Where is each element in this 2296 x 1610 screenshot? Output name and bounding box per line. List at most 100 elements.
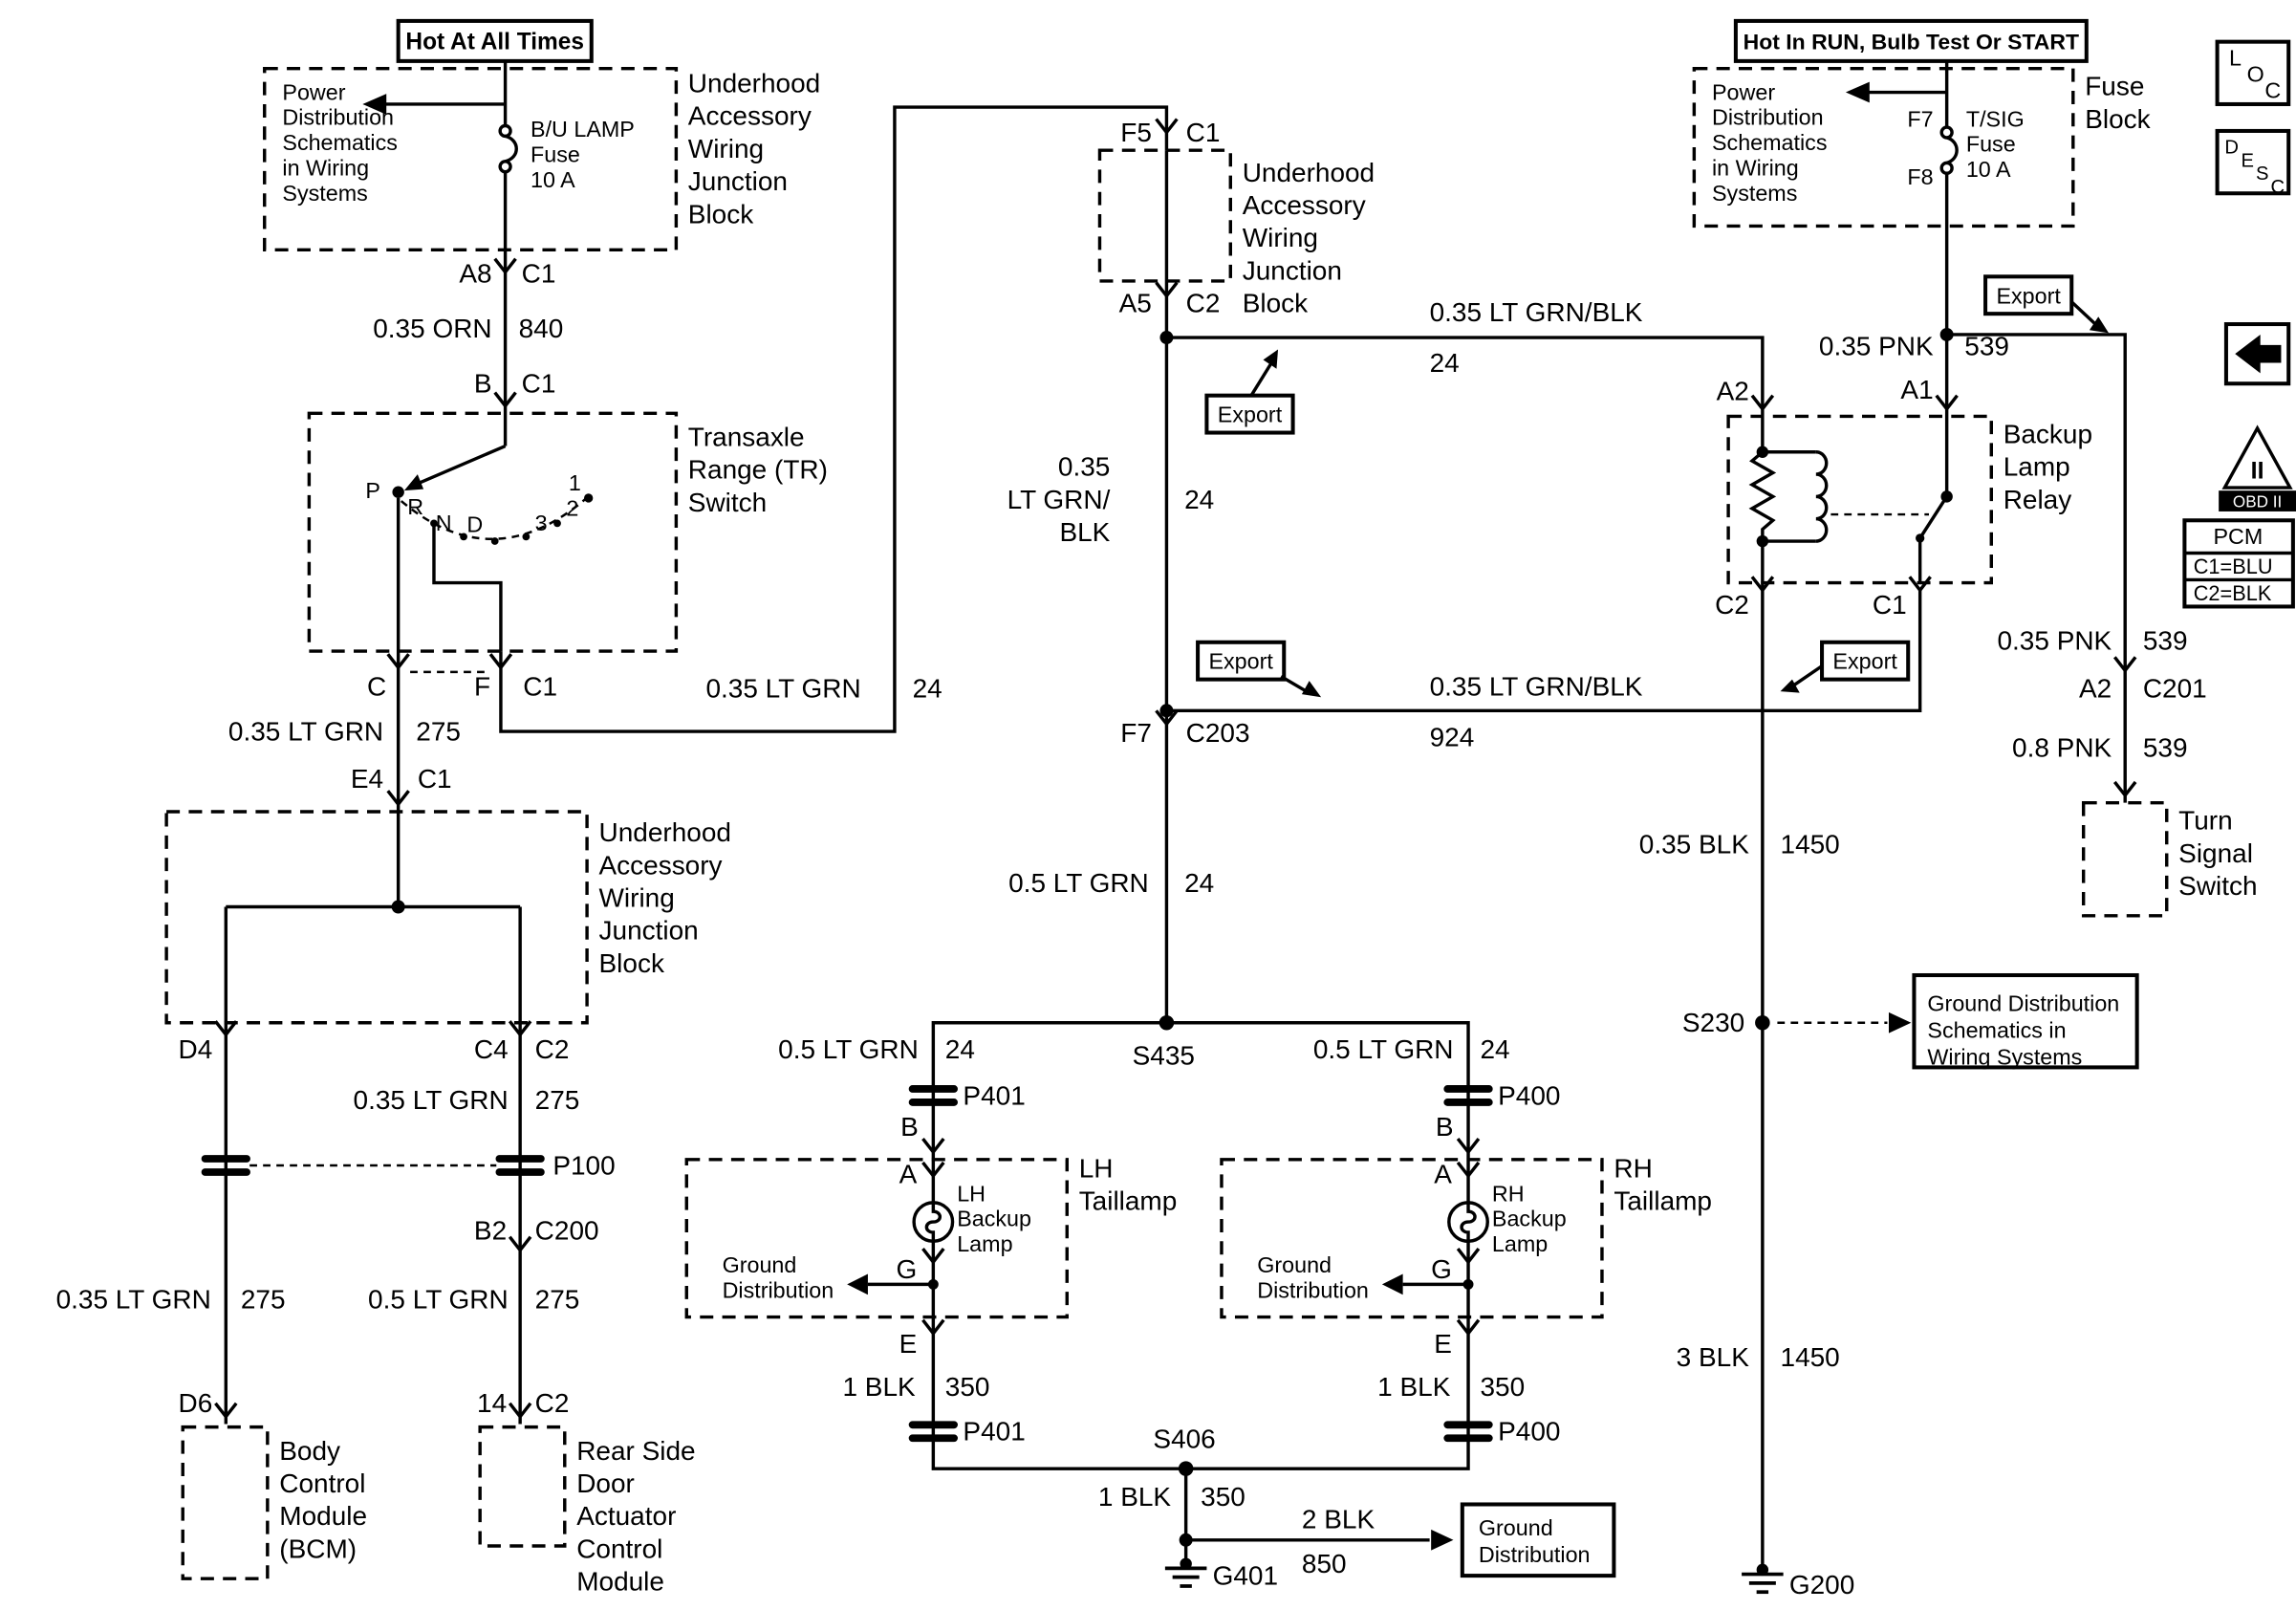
bu-fuse-label: Fuse [531, 142, 580, 167]
turn-signal-switch-outline [2081, 800, 2169, 918]
loc-letter: L [2229, 46, 2242, 71]
splice-dot [1755, 1014, 1770, 1031]
power-dist-ref: Power [282, 79, 345, 104]
export-tag [1196, 640, 1287, 682]
wire-pnk-539-turnsignal [1946, 333, 2127, 803]
wire-gauge-label: 1 BLK [842, 1372, 916, 1402]
uhjb-label: Junction [599, 916, 699, 946]
left-arrow-icon [1845, 81, 1870, 103]
mid-feed-section: 0.35 LT GRN 24 F5 C1 Underhood Accessory… [499, 105, 1922, 1070]
wire-gauge-label: 0.35 BLK [1639, 830, 1749, 859]
right-power-feed: Hot In RUN, Bulb Test Or START Power Dis… [1692, 18, 2152, 803]
ground-ref-arrowhead [1431, 1529, 1454, 1551]
fuse-element [504, 134, 518, 163]
contact-dot [1915, 533, 1925, 543]
rh-lamp-label: RH [1492, 1181, 1525, 1206]
rear-door-label: Actuator [576, 1501, 676, 1531]
wire-circuit-label: 539 [2143, 732, 2188, 762]
fuse-element [1945, 136, 1959, 165]
connector-label: P400 [1498, 1080, 1560, 1110]
ground-ref-arrowhead [847, 1273, 868, 1295]
pin-label: A8 [459, 259, 491, 289]
wire-circuit-label: 350 [1480, 1372, 1525, 1402]
lh-taillamp-label: Taillamp [1079, 1186, 1178, 1216]
gear-position-label: 2 [566, 496, 578, 521]
jb2-internal-wiring [224, 811, 522, 1023]
uhjb-label: Underhood [1243, 158, 1375, 187]
rh-taillamp-label: RH [1614, 1153, 1652, 1183]
ground-dist-ref: Ground [723, 1252, 797, 1277]
connector-label: C1 [522, 259, 556, 289]
bu-fuse-label: 10 A [531, 167, 575, 192]
pin-label: E [899, 1329, 918, 1359]
junction-dot [1462, 1278, 1474, 1290]
connector-label: C1 [522, 369, 556, 399]
uhjb-label: Accessory [599, 850, 723, 880]
power-dist-ref: Power [1712, 79, 1775, 104]
bcm-label: Module [279, 1501, 367, 1531]
tr-switch-outline [307, 411, 679, 653]
wire-gauge-label: 0.8 PNK [2012, 732, 2112, 762]
power-dist-ref: Distribution [1712, 105, 1824, 130]
uhjb-label: Underhood [688, 69, 820, 98]
wire-gauge-label: 1 BLK [1377, 1372, 1451, 1402]
wire-lamp-grounds [931, 1316, 1470, 1470]
bcm-outline [181, 1425, 270, 1580]
taillamp-section: 0.5 LT GRN 24 0.5 LT GRN 24 P401 P400 B … [684, 1021, 1712, 1590]
junction-dot [927, 1278, 939, 1290]
fuse-pin-label: F8 [1907, 164, 1933, 189]
obd-triangle-icon [2221, 424, 2293, 490]
fuse-block-outline [1692, 66, 2075, 228]
bcm-label: Body [279, 1436, 340, 1466]
power-dist-ref: Schematics [282, 130, 397, 155]
fuse-terminal [1939, 161, 1954, 175]
wire-gauge-label: 0.5 LT GRN [778, 1034, 919, 1064]
rh-taillamp-label: Taillamp [1614, 1186, 1712, 1216]
wire-circuit-label: 275 [535, 1284, 580, 1314]
splice-dot [391, 900, 405, 914]
fuse-block-label: Block [2085, 104, 2151, 134]
wire-circuit-label: 275 [416, 716, 461, 746]
gear-position-label: 1 [569, 470, 581, 495]
junction-dot [1756, 534, 1769, 548]
splice-dot [1178, 1461, 1194, 1476]
lh-taillamp-label: LH [1079, 1153, 1114, 1183]
rh-taillamp-outline [1220, 1158, 1604, 1319]
wire-circuit-label: 850 [1302, 1549, 1347, 1578]
junction-block-3-outline [1097, 148, 1232, 283]
hot-in-run-label: Hot In RUN, Bulb Test Or START [1744, 30, 2080, 54]
export-arrow-line [2070, 300, 2097, 326]
junction-block-2-outline [164, 810, 589, 1025]
wire-circuit-label: 275 [535, 1085, 580, 1115]
relay-contact [1917, 416, 1949, 583]
pin-label: G [1431, 1254, 1452, 1284]
switch-arm [410, 444, 507, 489]
desc-letter: S [2256, 163, 2268, 185]
tsig-fuse-label: T/SIG [1966, 106, 2025, 131]
bcm-label: (BCM) [279, 1534, 357, 1563]
power-dist-ref: Systems [1712, 181, 1797, 206]
pin-label: A [899, 1160, 918, 1189]
pin-label: C2 [1715, 590, 1749, 620]
lh-lamp-label: LH [957, 1181, 986, 1206]
obd-triangle-text: II [2251, 458, 2264, 485]
export-label: Export [1208, 649, 1273, 674]
ground-ref-arrowhead [1889, 1012, 1912, 1033]
ground-label: G401 [1213, 1560, 1278, 1590]
switch-arm-arrowhead [403, 474, 424, 491]
desc-letter: C [2271, 177, 2285, 198]
legend-icons: L O C D E S C II OBD II PCM C1=BLU C2=BL… [2182, 39, 2296, 609]
splice-label: S230 [1682, 1008, 1744, 1037]
rear-door-label: Door [576, 1469, 635, 1498]
wire-ltgrnblk-924 [1166, 588, 1922, 712]
wire-circuit-label: 539 [2143, 626, 2188, 656]
ground-icon [1740, 1572, 1786, 1595]
export-arrow-line [1280, 675, 1308, 693]
relay-label: Relay [2004, 485, 2072, 514]
gear-position-dot [460, 533, 467, 541]
pin-label: A2 [1717, 376, 1749, 405]
loc-legend-box [2215, 39, 2291, 106]
connector-label: C200 [535, 1216, 599, 1246]
export-tag [1983, 274, 2074, 316]
lh-backup-lamp-icon [912, 1201, 955, 1244]
